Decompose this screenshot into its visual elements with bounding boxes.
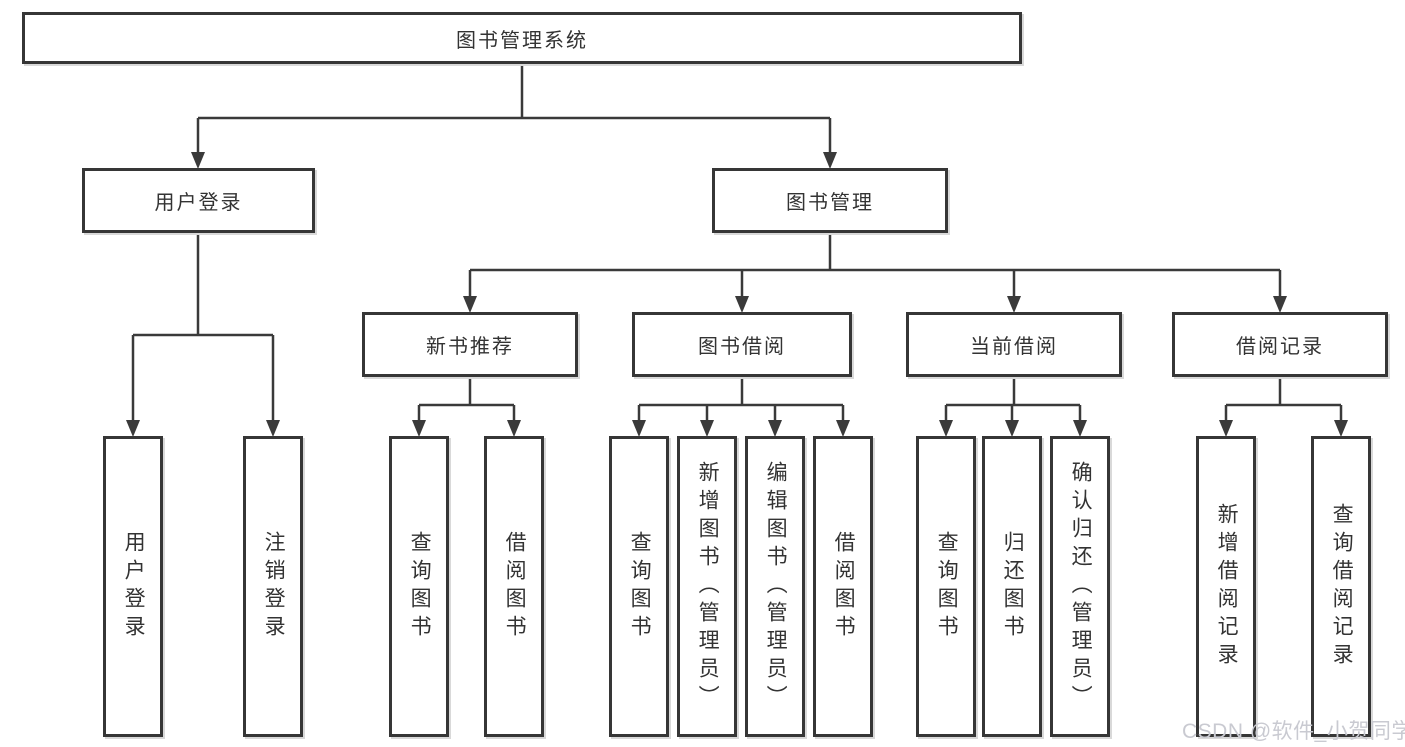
leaf-logout-label: 注销登录: [262, 530, 286, 643]
leaf-return-book-label: 归还图书: [1001, 530, 1025, 643]
leaf-edit-book-admin-label: 编辑图书（管理员）: [764, 460, 788, 713]
node-new-book-recommendation: 新书推荐: [362, 312, 578, 377]
node-borrowing-records: 借阅记录: [1172, 312, 1388, 377]
leaf-borrow-books-recommend-label: 借阅图书: [503, 530, 527, 643]
node-book-borrowing: 图书借阅: [632, 312, 852, 377]
leaf-query-books-current: 查询图书: [916, 436, 976, 737]
leaf-query-borrow-record-label: 查询借阅记录: [1330, 502, 1354, 671]
leaf-query-books-recommend-label: 查询图书: [408, 530, 432, 643]
leaf-user-login-label: 用户登录: [122, 530, 146, 643]
node-book-management: 图书管理: [712, 168, 948, 233]
leaf-add-borrow-record-label: 新增借阅记录: [1215, 502, 1239, 671]
node-user-login: 用户登录: [82, 168, 315, 233]
leaf-query-books-recommend: 查询图书: [389, 436, 449, 737]
leaf-query-books-current-label: 查询图书: [935, 530, 959, 643]
leaf-add-borrow-record: 新增借阅记录: [1196, 436, 1256, 737]
leaf-edit-book-admin: 编辑图书（管理员）: [745, 436, 805, 737]
node-current-borrowing: 当前借阅: [906, 312, 1122, 377]
leaf-confirm-return-admin-label: 确认归还（管理员）: [1069, 460, 1093, 713]
leaf-confirm-return-admin: 确认归还（管理员）: [1050, 436, 1110, 737]
leaf-add-book-admin: 新增图书（管理员）: [677, 436, 737, 737]
leaf-user-login: 用户登录: [103, 436, 163, 737]
node-root: 图书管理系统: [22, 12, 1022, 64]
leaf-logout: 注销登录: [243, 436, 303, 737]
leaf-borrow-books: 借阅图书: [813, 436, 873, 737]
leaf-borrow-books-recommend: 借阅图书: [484, 436, 544, 737]
leaf-query-books-borrowing: 查询图书: [609, 436, 669, 737]
leaf-borrow-books-label: 借阅图书: [832, 530, 856, 643]
leaf-query-borrow-record: 查询借阅记录: [1311, 436, 1371, 737]
leaf-query-books-borrowing-label: 查询图书: [628, 530, 652, 643]
leaf-add-book-admin-label: 新增图书（管理员）: [696, 460, 720, 713]
leaf-return-book: 归还图书: [982, 436, 1042, 737]
csdn-watermark: CSDN @软件_小贺同学: [1182, 720, 1405, 743]
